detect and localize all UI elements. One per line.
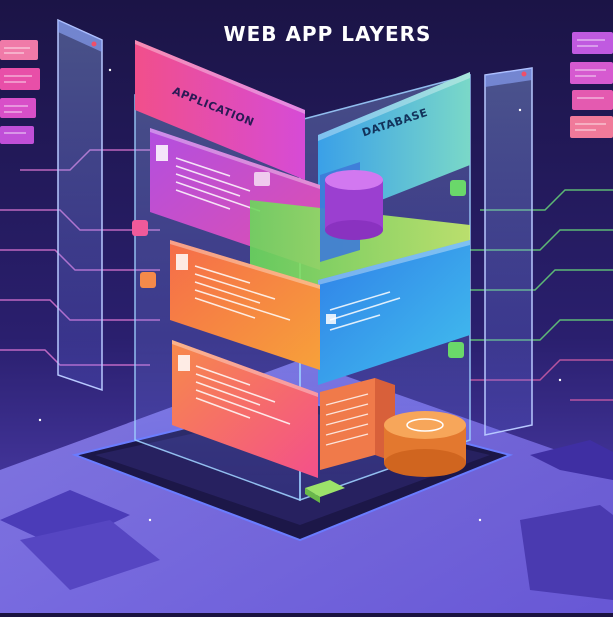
- layer-bottom-pink: [172, 340, 318, 478]
- side-cards-left: [0, 40, 40, 144]
- database-cylinder-purple: [325, 170, 383, 240]
- floor-block-bottom-left: [20, 520, 160, 590]
- floor-block-bottom-right: [520, 505, 613, 600]
- server-rack: [320, 378, 395, 470]
- green-chip: [305, 480, 345, 503]
- floor-tile-right: [530, 440, 613, 480]
- layer-blue-database: [318, 240, 470, 385]
- floor-tile-left: [0, 490, 130, 548]
- page-title: WEB APP LAYERS: [223, 22, 432, 46]
- side-cards-right: [570, 32, 613, 138]
- sparkles: [38, 68, 562, 522]
- layer-mid-orange: [170, 240, 320, 370]
- right-glass-pillar: [484, 67, 533, 436]
- left-glass-pillar: [57, 18, 103, 392]
- application-panel: [135, 40, 305, 180]
- floating-icon-badges: [132, 172, 466, 358]
- database-cylinder-orange: [384, 411, 466, 477]
